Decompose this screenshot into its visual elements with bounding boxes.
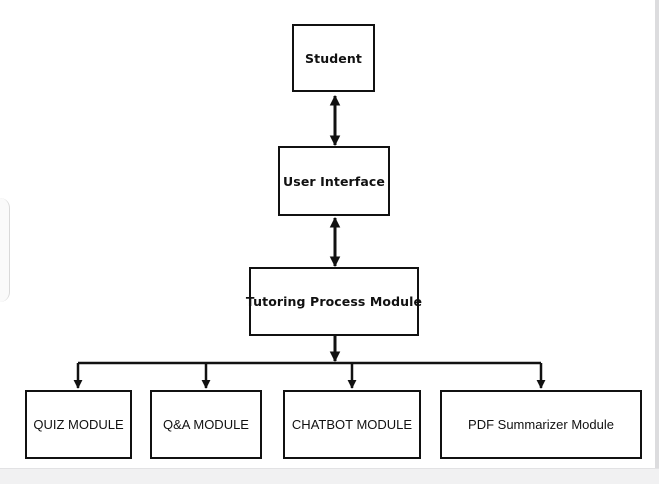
node-student-label: Student bbox=[305, 50, 362, 66]
node-qa-module: Q&A MODULE bbox=[150, 390, 262, 459]
node-user-interface-label: User Interface bbox=[283, 173, 385, 189]
right-edge-strip bbox=[655, 0, 659, 468]
node-quiz-module: QUIZ MODULE bbox=[25, 390, 132, 459]
node-chatbot-module: CHATBOT MODULE bbox=[283, 390, 421, 459]
left-edge-notch bbox=[0, 198, 10, 302]
diagram-connectors bbox=[73, 94, 546, 389]
node-tutoring-process-label: Tutoring Process Module bbox=[245, 294, 423, 309]
node-student: Student bbox=[292, 24, 375, 92]
node-user-interface: User Interface bbox=[278, 146, 390, 216]
node-pdf-summarizer-module: PDF Summarizer Module bbox=[440, 390, 642, 459]
node-qa-module-label: Q&A MODULE bbox=[163, 417, 249, 432]
node-quiz-module-label: QUIZ MODULE bbox=[33, 417, 124, 432]
node-tutoring-process: Tutoring Process Module bbox=[245, 267, 423, 336]
diagram-canvas: Student User Interface Tutoring Process … bbox=[0, 0, 656, 468]
node-chatbot-module-label: CHATBOT MODULE bbox=[291, 417, 413, 432]
node-pdf-summarizer-module-label: PDF Summarizer Module bbox=[468, 417, 614, 432]
bottom-bar bbox=[0, 468, 659, 484]
